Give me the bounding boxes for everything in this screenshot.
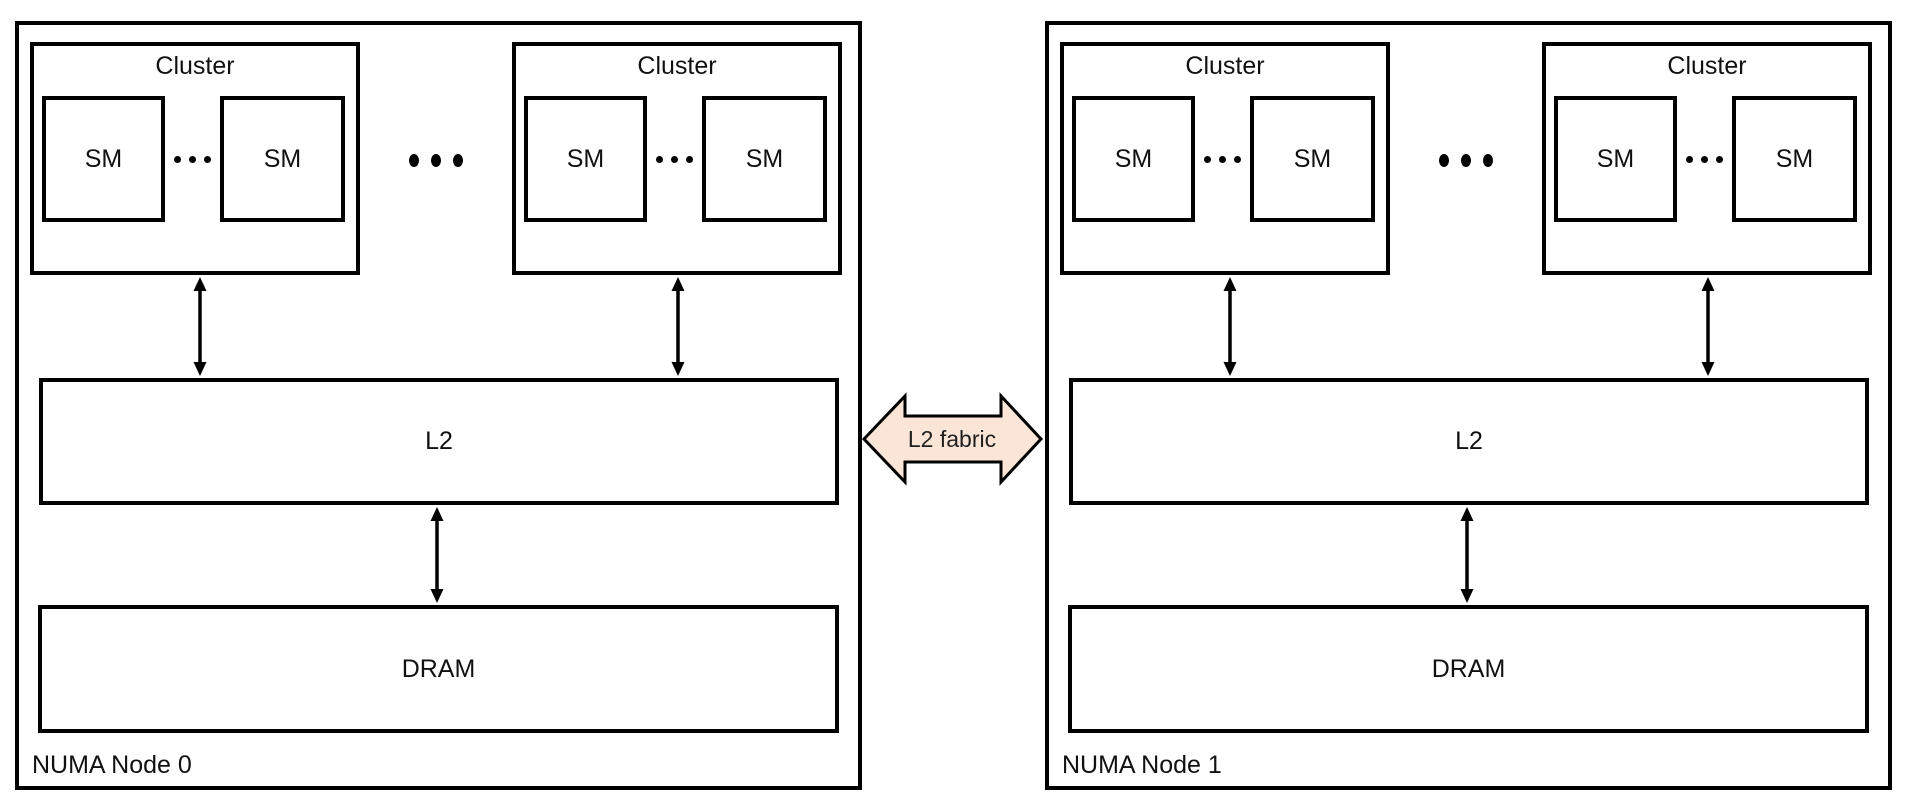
- dram-box: DRAM: [1068, 605, 1869, 733]
- cluster-l2-arrow: [671, 277, 685, 376]
- ellipsis-icon: [1433, 150, 1499, 171]
- cluster-title: Cluster: [1667, 52, 1747, 80]
- sm-box: SM: [1072, 96, 1195, 222]
- l2-fabric-arrow-shape: [861, 392, 1044, 486]
- numa-node-label: NUMA Node 0: [32, 751, 192, 779]
- sm-box: SM: [220, 96, 345, 222]
- l2-cache-box: L2: [39, 378, 839, 505]
- ellipsis-icon: [165, 96, 220, 222]
- node1-cluster-2-box: Cluster SM SM: [1542, 42, 1872, 275]
- cluster-title: Cluster: [155, 52, 235, 80]
- ellipsis-icon: [1677, 96, 1732, 222]
- cluster-title: Cluster: [1185, 52, 1265, 80]
- cluster-title: Cluster: [637, 52, 717, 80]
- sm-box: SM: [524, 96, 647, 222]
- cluster-l2-arrow: [193, 277, 207, 376]
- l2-fabric-label: L2 fabric: [908, 426, 996, 452]
- sm-box: SM: [702, 96, 827, 222]
- node1-cluster-1-box: Cluster SM SM: [1060, 42, 1390, 275]
- ellipsis-icon: [403, 150, 469, 171]
- l2-dram-arrow: [1460, 507, 1474, 603]
- node0-cluster-1-box: Cluster SM SM: [30, 42, 360, 275]
- cluster-l2-arrow: [1701, 277, 1715, 376]
- sm-box: SM: [1554, 96, 1677, 222]
- sm-box: SM: [1250, 96, 1375, 222]
- numa-node-label: NUMA Node 1: [1062, 751, 1222, 779]
- node0-cluster-2-box: Cluster SM SM: [512, 42, 842, 275]
- sm-box: SM: [42, 96, 165, 222]
- l2-dram-arrow: [430, 507, 444, 603]
- numa-node-1-box: Cluster SM SM Cluster SM SM L2: [1045, 21, 1892, 790]
- cluster-l2-arrow: [1223, 277, 1237, 376]
- l2-fabric-arrow: L2 fabric: [861, 392, 1044, 486]
- ellipsis-icon: [647, 96, 702, 222]
- dram-box: DRAM: [38, 605, 839, 733]
- l2-cache-box: L2: [1069, 378, 1869, 505]
- sm-box: SM: [1732, 96, 1857, 222]
- ellipsis-icon: [1195, 96, 1250, 222]
- numa-node-0-box: Cluster SM SM Cluster SM SM L2: [15, 21, 862, 790]
